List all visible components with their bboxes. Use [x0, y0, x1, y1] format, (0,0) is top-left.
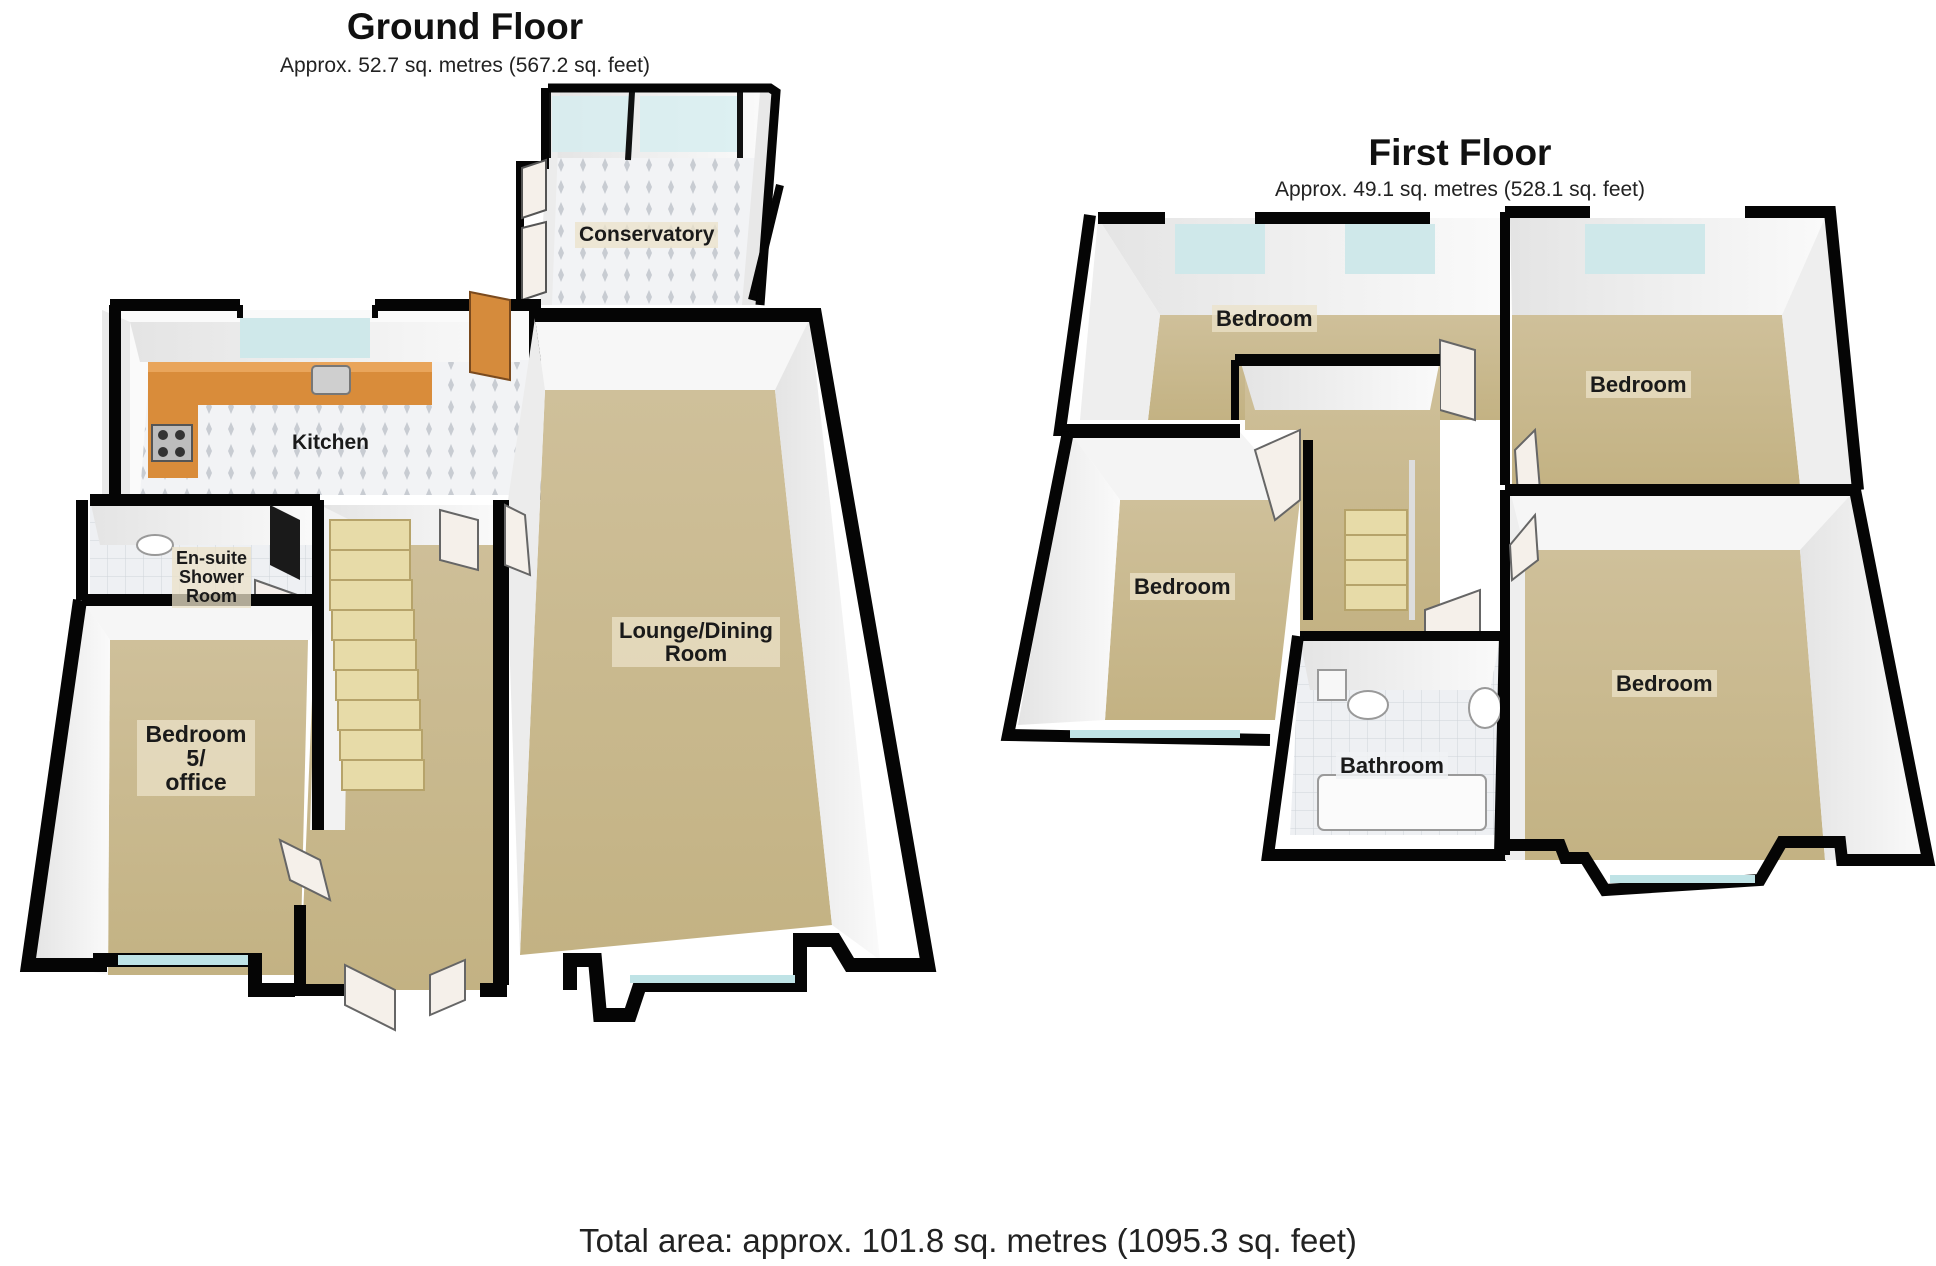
ground-floor-plan: [19, 83, 937, 1032]
ground-floor-title: Ground Floor: [346, 6, 584, 47]
bedroom-left-label: Bedroom: [1130, 573, 1235, 601]
kitchen-label: Kitchen: [292, 431, 370, 454]
bedroom5-label-line2: 5/: [186, 745, 206, 772]
ensuite-label-line1: En-suite: [176, 548, 248, 568]
bedroom5-label-line3: office: [165, 769, 227, 796]
first-floor-area: Approx. 49.1 sq. metres (528.1 sq. feet): [1274, 178, 1646, 201]
bedroom-top-left-label: Bedroom: [1212, 305, 1317, 333]
ground-floor-area: Approx. 52.7 sq. metres (567.2 sq. feet): [279, 54, 651, 77]
hall-stairs: [278, 500, 507, 1032]
lounge-label-line1: Lounge/Dining: [619, 618, 773, 643]
kitchen-room: [102, 290, 541, 500]
bathroom-room: [1261, 631, 1511, 861]
ensuite-label-line2: Shower: [179, 566, 245, 587]
bedroom-right: [1500, 484, 1936, 897]
bedroom-top-right: [1500, 206, 1864, 497]
bedroom-left: [1000, 426, 1301, 746]
lounge-label-line2: Room: [664, 641, 728, 667]
ensuite-label: En-suite Shower Room: [172, 547, 252, 608]
total-area: Total area: approx. 101.8 sq. metres (10…: [579, 1222, 1357, 1259]
ensuite-label-line3: Room: [186, 585, 237, 606]
lounge-room: [501, 308, 937, 1022]
first-floor-plan: [1000, 206, 1936, 897]
bedroom-right-label: Bedroom: [1612, 670, 1717, 698]
bedroom5-label-line1: Bedroom: [145, 721, 247, 747]
conservatory-label: Conservatory: [575, 222, 719, 249]
first-floor-title: First Floor: [1368, 132, 1552, 173]
bathroom-label: Bathroom: [1336, 752, 1448, 780]
bedroom-top-right-label: Bedroom: [1586, 371, 1691, 399]
bedroom5-label: Bedroom 5/ office: [137, 720, 255, 797]
lounge-label: Lounge/Dining Room: [612, 617, 780, 668]
landing-stairs: [1231, 354, 1481, 662]
conservatory-room: [516, 83, 784, 306]
